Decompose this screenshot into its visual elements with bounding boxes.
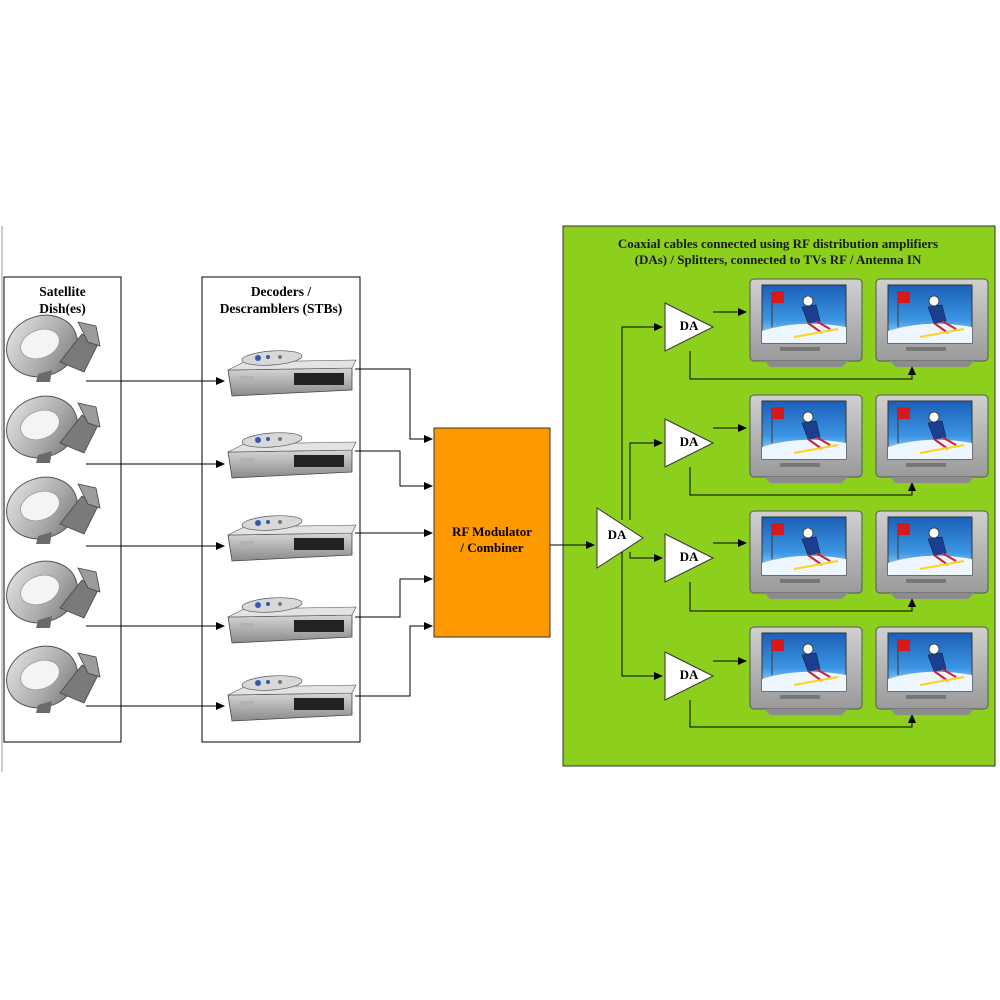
amplifier-icon — [664, 302, 715, 352]
set-top-box-icon — [227, 432, 357, 479]
television-icon — [875, 626, 989, 715]
television-icon — [875, 278, 989, 367]
amplifier-label: DA — [679, 318, 699, 333]
amplifier-icon — [664, 418, 715, 468]
amplifier-icon — [664, 651, 715, 701]
distribution-title-line2: (DAs) / Splitters, connected to TVs RF /… — [634, 252, 922, 268]
satellite-column-label: Satellite Dish(es) — [4, 284, 121, 318]
television-icon — [875, 510, 989, 599]
da-to-tv-wire — [689, 700, 916, 728]
satellite-dish-icon — [6, 395, 101, 463]
trunk-wire — [629, 552, 663, 562]
amplifier-label: DA — [679, 667, 699, 682]
satellite-dish-icon — [6, 560, 101, 628]
amplifier-label: DA — [679, 434, 699, 449]
rf-modulator-box — [433, 427, 551, 638]
satellite-dish-icon — [6, 476, 101, 544]
trunk-wire — [621, 552, 663, 680]
set-top-box-icon — [227, 597, 357, 644]
rf-modulator-label: RF Modulator / Combiner — [434, 524, 550, 557]
decoder-label-line2: Descramblers (STBs) — [219, 300, 343, 316]
amplifier-label: DA — [679, 549, 699, 564]
remote-control-icon — [241, 432, 303, 448]
satellite-column-box — [3, 276, 122, 743]
remote-control-icon — [241, 515, 303, 531]
amplifier-icon — [664, 533, 715, 583]
decoder-to-modulator-wire — [355, 622, 433, 697]
satellite-label-line1: Satellite — [39, 284, 86, 299]
satellite-dish-icon — [6, 645, 101, 713]
television-icon — [749, 278, 863, 367]
decoder-to-modulator-wire — [355, 575, 433, 618]
da-to-tv-wire — [689, 582, 916, 612]
decoder-column-label: Decoders / Descramblers (STBs) — [202, 284, 360, 318]
decoder-to-modulator-wire — [355, 368, 433, 443]
decoder-to-modulator-wire — [355, 450, 433, 490]
rf-modulator-line2: / Combiner — [460, 540, 524, 556]
television-icon — [749, 626, 863, 715]
rf-modulator-line1: RF Modulator — [451, 524, 533, 539]
da-to-tv-wire — [689, 351, 916, 380]
set-top-box-icon — [227, 350, 357, 397]
television-icon — [875, 394, 989, 483]
amplifier-label: DA — [607, 527, 627, 542]
da-to-tv-wire — [689, 467, 916, 496]
decoder-column-box — [201, 276, 361, 743]
trunk-wire — [629, 439, 663, 520]
remote-control-icon — [241, 597, 303, 613]
set-top-box-icon — [227, 675, 357, 722]
distribution-title-line1: Coaxial cables connected using RF distri… — [617, 236, 939, 251]
television-icon — [749, 510, 863, 599]
satellite-dish-icon — [6, 314, 101, 382]
remote-control-icon — [241, 675, 303, 691]
decoder-label-line1: Decoders / — [250, 284, 312, 299]
distribution-title: Coaxial cables connected using RF distri… — [566, 236, 990, 269]
television-icon — [749, 394, 863, 483]
amplifier-icon — [596, 507, 644, 569]
remote-control-icon — [241, 350, 303, 366]
set-top-box-icon — [227, 515, 357, 562]
satellite-label-line2: Dish(es) — [39, 300, 86, 316]
trunk-wire — [621, 323, 663, 520]
